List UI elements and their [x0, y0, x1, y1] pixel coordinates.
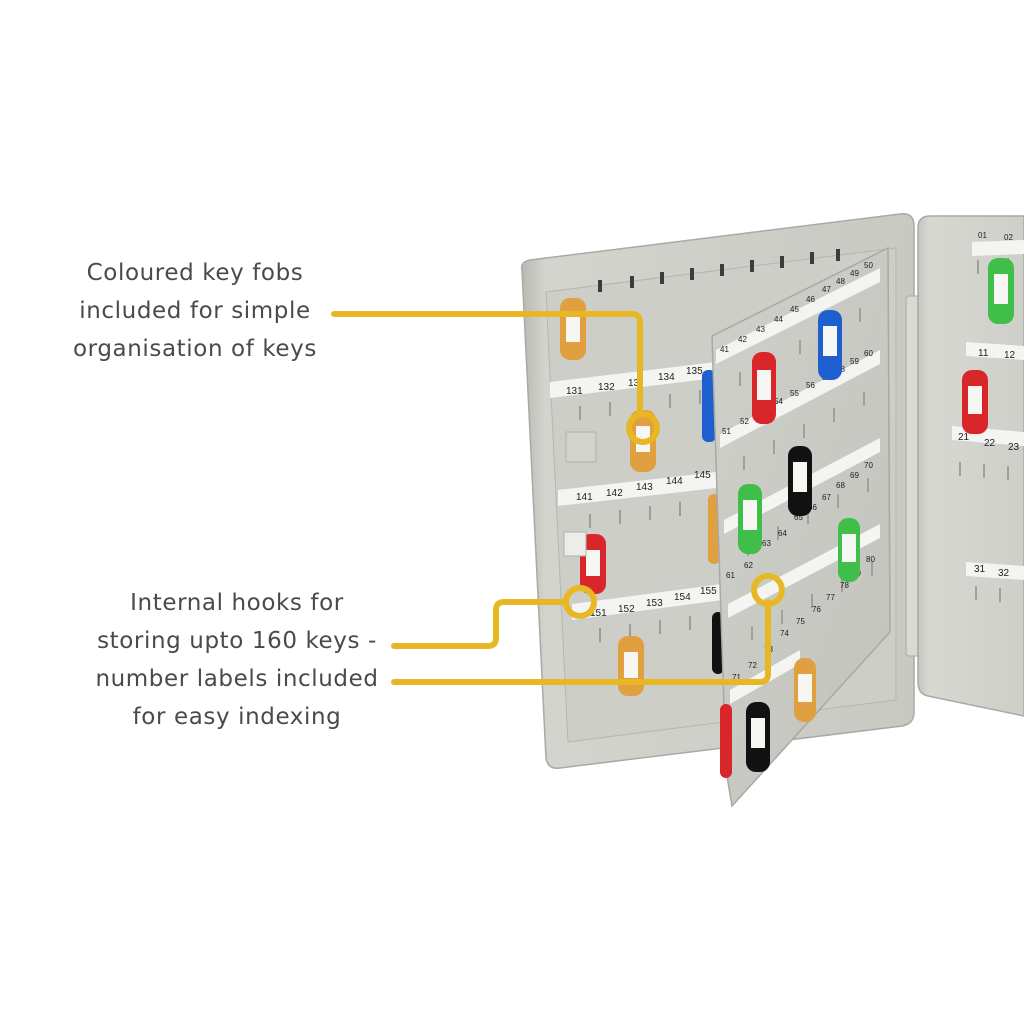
callout-key-fobs: Coloured key fobs included for simple or…	[40, 254, 350, 368]
body-key-fobs	[560, 298, 724, 696]
hook-label: 55	[790, 389, 799, 398]
hook-label: 74	[780, 629, 789, 638]
callout-connectors	[331, 311, 785, 685]
hook-label: 151	[590, 608, 607, 619]
hook-label: 44	[774, 315, 783, 324]
hook-label: 134	[658, 372, 675, 383]
hook-label: 63	[762, 539, 771, 548]
hook-label: 144	[666, 476, 683, 487]
hook-label: 62	[744, 561, 753, 570]
hook-label: 66	[808, 503, 817, 512]
hook-label: 21	[958, 432, 970, 443]
hook-label: 45	[790, 305, 799, 314]
hook-label: 154	[674, 592, 691, 603]
hook-label: 75	[796, 617, 805, 626]
hook-label: 153	[646, 598, 663, 609]
hook-label: 72	[748, 661, 757, 670]
hook-label: 02	[1004, 233, 1013, 242]
hook-label: 155	[700, 586, 717, 597]
callout-key-fobs-line: included for simple	[79, 298, 311, 324]
hook-label: 69	[850, 471, 859, 480]
cabinet-door: 01 02 11 12 21 22 23 31 32	[917, 215, 1024, 717]
hook-label: 61	[726, 571, 735, 580]
hook-label: 47	[822, 285, 831, 294]
callout-key-fobs-line: Coloured key fobs	[86, 260, 304, 286]
hook-label: 145	[694, 470, 711, 481]
hook-label: 71	[732, 673, 741, 682]
hooks-target-ring	[563, 585, 597, 619]
hook-label: 67	[822, 493, 831, 502]
hook-label: 31	[974, 564, 986, 575]
callout-hooks-line: for easy indexing	[132, 704, 342, 730]
hook-label: 131	[566, 386, 583, 397]
hook-label: 152	[618, 604, 635, 615]
hook-label: 59	[850, 357, 859, 366]
hook-label: 80	[866, 555, 875, 564]
hook-label: 77	[826, 593, 835, 602]
hook-label: 143	[636, 482, 653, 493]
hook-label: 41	[720, 345, 729, 354]
hook-label: 132	[598, 382, 615, 393]
callout-internal-hooks: Internal hooks for storing upto 160 keys…	[82, 584, 392, 736]
callout-hooks-line: Internal hooks for	[130, 590, 344, 616]
callout-key-fobs-line: organisation of keys	[73, 336, 317, 362]
hook-label: 141	[576, 492, 593, 503]
hooks-connector-line-2	[391, 599, 771, 685]
swing-panel: 41 42 43 44 45 46 47 48 49 50 51 52 53 5…	[711, 246, 891, 808]
callout-hooks-line: storing upto 160 keys -	[97, 628, 377, 654]
hook-label: 46	[806, 295, 815, 304]
hook-label: 01	[978, 231, 987, 240]
hook-label: 13	[628, 378, 640, 389]
hook-label: 52	[740, 417, 749, 426]
hook-label: 142	[606, 488, 623, 499]
hook-label: 54	[774, 397, 783, 406]
hook-label: 11	[978, 348, 989, 359]
hook-label: 135	[686, 366, 703, 377]
hook-label: 78	[840, 581, 849, 590]
hook-label: 64	[778, 529, 787, 538]
hook-label: 49	[850, 269, 859, 278]
fobs-target-ring	[626, 411, 660, 445]
hook-label: 51	[722, 427, 731, 436]
hook-label: 23	[1008, 442, 1020, 453]
blue-key-fob	[702, 370, 716, 442]
red-key-fob	[720, 704, 732, 778]
fobs-connector-line	[331, 311, 643, 417]
hook-label: 65	[794, 513, 803, 522]
hook-label: 43	[756, 325, 765, 334]
callout-hooks-line: number labels included	[95, 666, 379, 692]
hooks-connector-line	[391, 599, 569, 649]
hook-label: 60	[864, 349, 873, 358]
body-hook-rows: 131 132 13 134 135 141 142 143 144 145 1…	[550, 362, 722, 642]
hook-label: 50	[864, 261, 873, 270]
hook-label: 32	[998, 568, 1010, 579]
hook-label: 68	[836, 481, 845, 490]
hooks-target-ring-2	[751, 573, 785, 607]
hook-label: 48	[836, 277, 845, 286]
hook-label: 70	[864, 461, 873, 470]
hook-label: 56	[806, 381, 815, 390]
hook-label: 42	[738, 335, 747, 344]
hook-label: 22	[984, 438, 996, 449]
hook-label: 76	[812, 605, 821, 614]
hook-label: 12	[1004, 350, 1016, 361]
